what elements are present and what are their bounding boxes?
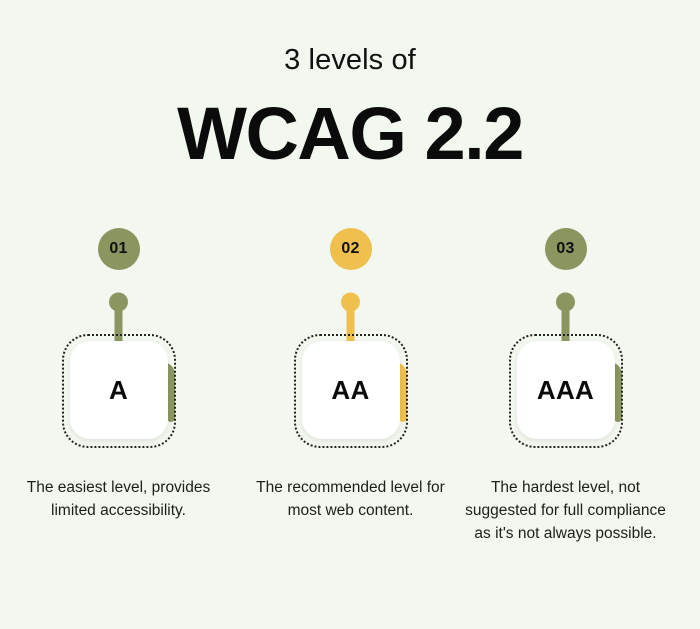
card-dotted-outline: [508, 334, 623, 448]
level-column-aa: 02 AA The recommended level for most web…: [243, 228, 458, 629]
level-description: The recommended level for most web conte…: [256, 479, 445, 519]
level-card: AA: [293, 334, 408, 448]
level-column-a: 01 A The easiest level, provides limited…: [11, 228, 226, 629]
card-surface: AAA: [516, 341, 615, 439]
level-card: AAA: [508, 334, 623, 448]
card-surface: A: [69, 341, 168, 439]
level-card: A: [61, 334, 176, 448]
level-description: The easiest level, provides limited acce…: [26, 479, 211, 519]
level-number-badge: 01: [97, 228, 140, 270]
level-number-badge: 03: [544, 228, 587, 270]
eyebrow-text: 3 levels of: [284, 44, 416, 76]
level-column-aaa: 03 AAA The hardest level, not suggested …: [458, 228, 673, 629]
header: 3 levels of WCAG 2.2: [0, 0, 700, 174]
levels-container: 01 A The easiest level, provides limited…: [0, 228, 700, 629]
level-description: The hardest level, not suggested for ful…: [465, 479, 666, 542]
card-dotted-outline: [61, 334, 176, 448]
level-letter-label: AAA: [536, 374, 595, 405]
level-letter-label: AA: [331, 374, 370, 405]
page-title: WCAG 2.2: [177, 92, 524, 175]
level-letter-label: A: [108, 374, 129, 405]
card-dotted-outline: [293, 334, 408, 448]
level-number-badge: 02: [329, 228, 372, 270]
card-surface: AA: [301, 341, 400, 439]
